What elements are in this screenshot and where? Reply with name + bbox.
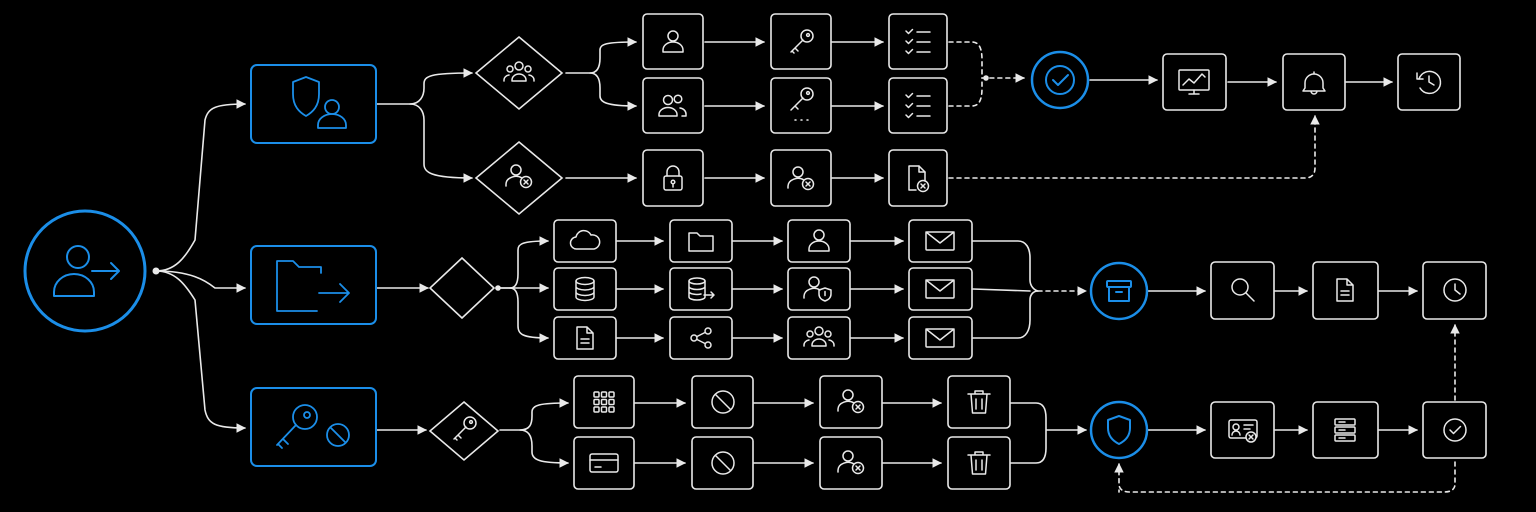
track-b-col1 xyxy=(553,219,617,360)
track-b-tail xyxy=(1089,261,1487,321)
key-dots-icon xyxy=(790,87,814,121)
decision-transfer xyxy=(428,256,496,320)
branch-node-bottom xyxy=(250,387,377,467)
connectors xyxy=(152,37,1460,493)
check-circle-icon xyxy=(1045,65,1075,95)
track-c-row1 xyxy=(573,375,1011,429)
track-a-tail xyxy=(1030,50,1461,111)
folder-transfer-icon xyxy=(276,260,350,312)
shield-user-icon xyxy=(292,76,347,129)
track-a-row1 xyxy=(642,13,948,70)
track-b-col3 xyxy=(787,219,851,360)
branch-node-middle xyxy=(250,245,377,325)
shield-icon xyxy=(1107,415,1131,445)
branch-node-top xyxy=(250,64,377,144)
track-a-row2 xyxy=(642,77,948,134)
archive-icon xyxy=(1106,280,1132,302)
start-node xyxy=(23,209,147,333)
track-b-col4 xyxy=(908,219,973,360)
decision-group-users xyxy=(474,35,564,111)
key-revoke-icon xyxy=(276,404,350,449)
track-b-col2 xyxy=(669,219,733,360)
track-c-tail xyxy=(1089,400,1487,460)
decision-key xyxy=(428,400,500,462)
user-exit-icon xyxy=(53,245,120,297)
decision-user-denied xyxy=(474,140,564,216)
track-c-row2 xyxy=(573,436,1011,490)
track-a-row3 xyxy=(642,149,948,207)
